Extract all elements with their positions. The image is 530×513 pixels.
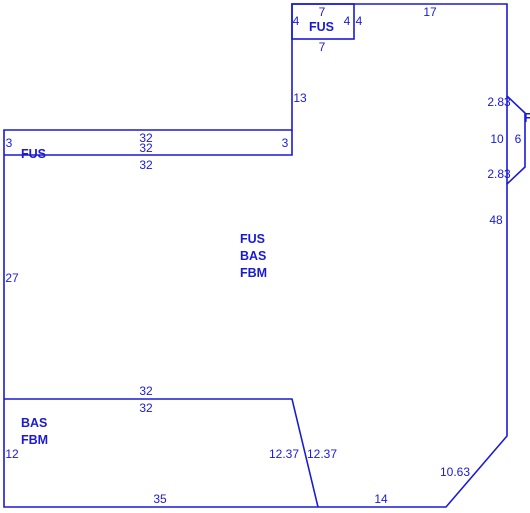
dim-bay-upper: 2.83 [487, 95, 511, 109]
dim-top-box-right-inner: 4 [344, 14, 351, 28]
dim-top-box-bottom: 7 [319, 40, 326, 54]
lower-zone-divider-line [4, 398, 319, 508]
dim-bay-outer: 6 [515, 132, 522, 146]
area-label-right-bay: F [524, 111, 530, 125]
dim-strip-mid: 32 [139, 141, 153, 155]
dim-top-box-left: 4 [293, 14, 300, 28]
dim-diagonal-right: 12.37 [307, 447, 337, 461]
dim-right-wall: 48 [489, 213, 503, 227]
area-label-main-2: BAS [240, 249, 266, 263]
dim-bottom-left-run: 35 [153, 492, 167, 506]
area-label-bottom-left-2: FBM [21, 433, 48, 447]
dim-bay-lower: 2.83 [487, 167, 511, 181]
dim-lower-top-2: 32 [139, 401, 153, 415]
dim-bay-depth: 10 [490, 132, 504, 146]
dim-top-box-top: 7 [319, 5, 326, 19]
area-label-left-strip: FUS [21, 147, 46, 161]
dim-strip-right: 3 [282, 136, 289, 150]
area-label-bottom-left-1: BAS [21, 416, 47, 430]
outer-perimeter [3, 3, 526, 508]
area-label-top-box: FUS [309, 20, 334, 34]
area-labels: FUS BAS FBM FUS FUS BAS FBM F [21, 20, 530, 447]
dim-strip-left: 3 [6, 136, 13, 150]
dim-lower-top-1: 32 [139, 384, 153, 398]
top-box-outline [291, 3, 355, 40]
dim-corner-chamfer: 10.63 [440, 465, 470, 479]
dim-strip-bottom: 32 [139, 158, 153, 172]
dim-lower-left: 12 [5, 447, 19, 461]
plan-edges [3, 3, 526, 508]
dim-left-wall: 27 [5, 271, 19, 285]
dim-strip-top: 32 [139, 131, 153, 145]
area-label-main-1: FUS [240, 232, 265, 246]
dim-bottom-right-run: 14 [374, 492, 388, 506]
dim-top-right-wall: 17 [423, 5, 437, 19]
dim-upper-vertical: 13 [293, 91, 307, 105]
dimension-labels: 7 4 4 4 7 17 13 2.83 10 6 2.83 48 3 32 3… [5, 5, 521, 506]
dim-top-box-right-outer: 4 [356, 14, 363, 28]
area-label-main-3: FBM [240, 266, 267, 280]
strip-divider-line [4, 130, 293, 156]
dim-diagonal-left: 12.37 [269, 447, 299, 461]
